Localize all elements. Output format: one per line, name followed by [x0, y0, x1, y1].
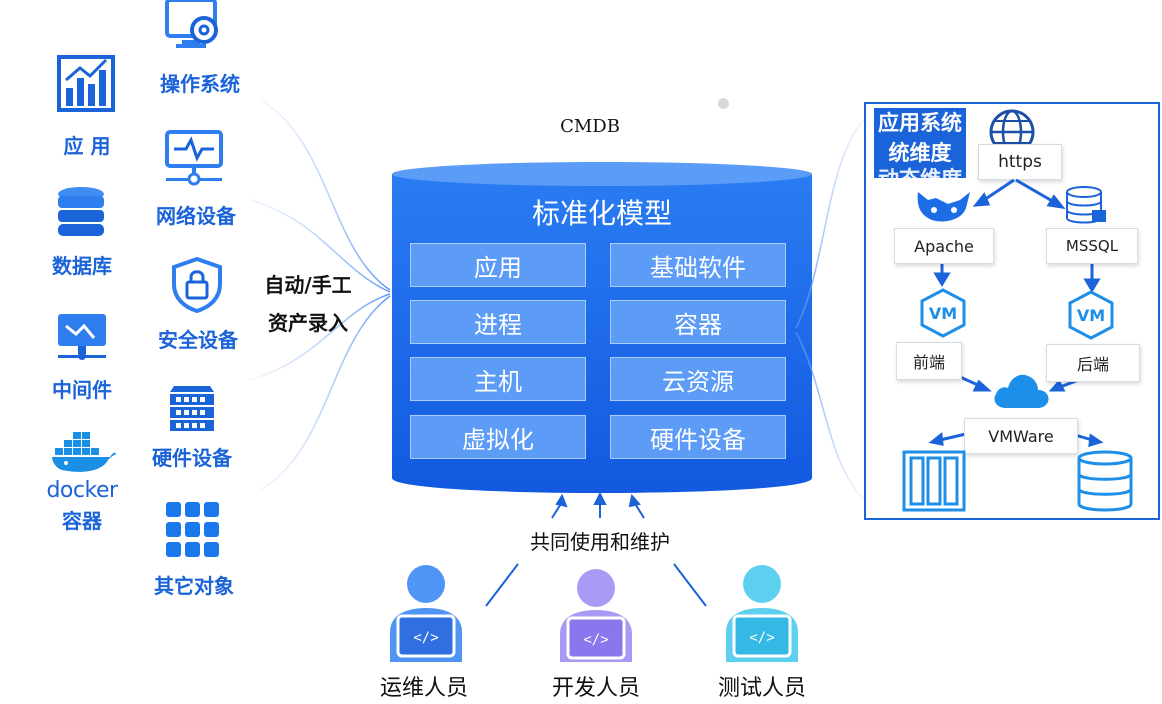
https-node: https	[978, 144, 1062, 180]
label-app: 应 用	[63, 134, 111, 158]
panel-heading: 应用系统 统维度 动态维度	[874, 108, 966, 178]
model-cell-base-software: 基础软件	[610, 243, 786, 287]
database-category: 数据库	[46, 186, 118, 279]
os-category: 操作系统	[150, 0, 250, 97]
model-cell-app: 应用	[410, 243, 586, 287]
label-security: 安全设备	[158, 328, 238, 352]
connector-lines	[485, 563, 707, 607]
server-icon	[902, 450, 966, 512]
container-category: docker 容器	[34, 430, 130, 534]
mssql-node: MSSQL	[1046, 228, 1138, 264]
dev-label: 开发人员	[551, 676, 640, 701]
input-label-line2: 资产录入	[268, 311, 348, 335]
vmware-node: VMWare	[964, 418, 1078, 454]
left-funnel-lines	[249, 99, 391, 491]
heading-line2: 统维度	[888, 141, 952, 165]
label-database: 数据库	[52, 254, 112, 278]
up-arrows	[551, 491, 645, 519]
test-label: 测试人员	[717, 676, 806, 701]
label-hardware: 硬件设备	[152, 446, 232, 470]
label-network: 网络设备	[156, 204, 236, 228]
svg-text:</>: </>	[749, 630, 774, 646]
security-category: 安全设备	[148, 256, 248, 353]
middleware-category: 中间件	[46, 312, 118, 403]
model-cell-hardware: 硬件设备	[610, 415, 786, 459]
vm-badge-text: VM	[929, 304, 957, 323]
heading-line3: 动态维度	[874, 164, 966, 178]
tomcat-icon	[917, 192, 970, 222]
svg-text:</>: </>	[413, 630, 438, 646]
input-label-line1: 自动/手工	[264, 273, 352, 297]
asset-input-label: 自动/手工 资产录入	[250, 266, 366, 342]
apache-node: Apache	[894, 228, 994, 264]
chart-icon	[57, 55, 115, 112]
svg-text:</>: </>	[583, 632, 608, 648]
database-icon	[58, 187, 104, 236]
ops-label: 运维人员	[379, 676, 468, 701]
other-category: 其它对象	[146, 502, 242, 599]
app-dimension-panel: 应用系统 统维度 动态维度 https Apache	[864, 102, 1160, 520]
backend-node: 后端	[1046, 344, 1140, 382]
dev-person-icon: </>	[560, 569, 632, 662]
server-rack-icon	[170, 386, 214, 431]
decorative-dot	[718, 98, 729, 109]
right-funnel-lines	[795, 119, 865, 501]
docker-wordmark: docker	[46, 478, 118, 503]
ops-person-icon: </>	[390, 565, 462, 662]
test-person-icon: </>	[726, 565, 798, 662]
app-category: 应 用	[52, 54, 122, 159]
sql-database-icon	[1066, 186, 1106, 224]
desktop-gear-icon	[165, 0, 218, 48]
hardware-category: 硬件设备	[144, 384, 240, 471]
frontend-node: 前端	[896, 342, 962, 380]
network-category: 网络设备	[146, 130, 246, 229]
model-cell-container: 容器	[610, 300, 786, 344]
monitor-icon	[58, 314, 106, 360]
heading-line1: 应用系统	[878, 111, 962, 135]
docker-whale-icon	[52, 432, 116, 472]
vm-hexagon-icon: VM	[920, 288, 966, 338]
label-middleware: 中间件	[52, 378, 112, 402]
flow-arrows	[928, 178, 1104, 448]
grid-icon	[166, 502, 219, 557]
shield-lock-icon	[172, 256, 222, 314]
model-cell-process: 进程	[410, 300, 586, 344]
shared-label: 共同使用和维护	[530, 530, 670, 554]
network-monitor-icon	[165, 130, 223, 186]
model-cell-virtualization: 虚拟化	[410, 415, 586, 459]
label-other: 其它对象	[154, 574, 234, 598]
label-container: 容器	[62, 509, 102, 533]
cloud-icon	[994, 374, 1049, 408]
storage-icon	[1077, 450, 1133, 512]
vm-hexagon-icon-2: VM	[1068, 290, 1114, 340]
cmdb-title: CMDB	[560, 116, 620, 137]
model-title: 标准化模型	[531, 197, 672, 230]
model-cell-cloud: 云资源	[610, 357, 786, 401]
vm-badge-text-2: VM	[1077, 306, 1105, 325]
model-cell-host: 主机	[410, 357, 586, 401]
label-os: 操作系统	[160, 72, 240, 96]
